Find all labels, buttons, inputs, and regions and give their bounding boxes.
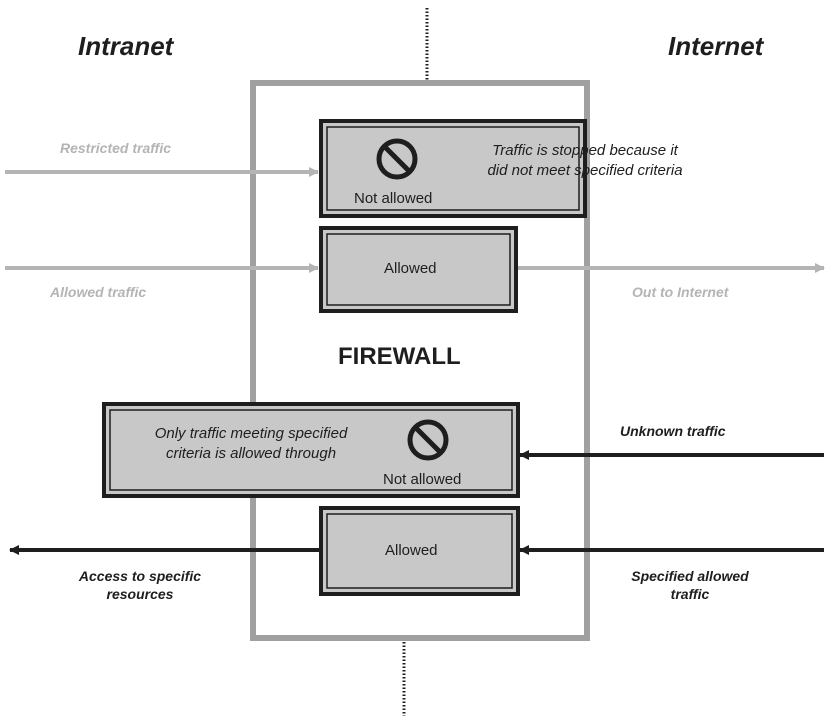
- inbound-block-line2: criteria is allowed through: [165, 445, 337, 462]
- access-resources-line2: resources: [106, 586, 174, 602]
- prohibition-icon: [407, 419, 449, 461]
- internet-title: Internet: [668, 31, 764, 61]
- specified-allowed-traffic-line1: Specified allowed: [631, 568, 749, 584]
- inbound-allow-status: Allowed: [385, 542, 438, 559]
- allowed-traffic-label: Allowed traffic: [50, 284, 147, 300]
- intranet-title: Intranet: [78, 31, 174, 61]
- specified-allowed-traffic-label: Specified allowed traffic: [600, 567, 780, 603]
- inbound-block-description: Only traffic meeting specified criteria …: [108, 424, 394, 464]
- firewall-title: FIREWALL: [338, 343, 461, 370]
- firewall-frame: [250, 80, 590, 641]
- specified-allowed-traffic-line2: traffic: [670, 586, 710, 602]
- inbound-block-line1: Only traffic meeting specified: [154, 425, 348, 442]
- inbound-block-box: [102, 402, 520, 498]
- outbound-block-line2: did not meet specified criteria: [487, 162, 683, 179]
- outbound-block-line1: Traffic is stopped because it: [492, 142, 678, 159]
- unknown-traffic-label: Unknown traffic: [620, 423, 726, 439]
- outbound-block-status: Not allowed: [354, 190, 433, 207]
- inbound-allow-box: [319, 506, 520, 596]
- out-to-internet-label: Out to Internet: [632, 284, 729, 300]
- outbound-block-description: Traffic is stopped because it did not me…: [440, 141, 730, 181]
- prohibition-icon: [376, 138, 418, 180]
- outbound-block-box: [319, 119, 587, 218]
- access-resources-label: Access to specific resources: [40, 567, 240, 603]
- outbound-allow-status: Allowed: [384, 260, 437, 277]
- restricted-traffic-label: Restricted traffic: [60, 140, 172, 156]
- inbound-block-status: Not allowed: [383, 471, 462, 488]
- outbound-allow-box: [319, 226, 518, 313]
- access-resources-line1: Access to specific: [78, 568, 202, 584]
